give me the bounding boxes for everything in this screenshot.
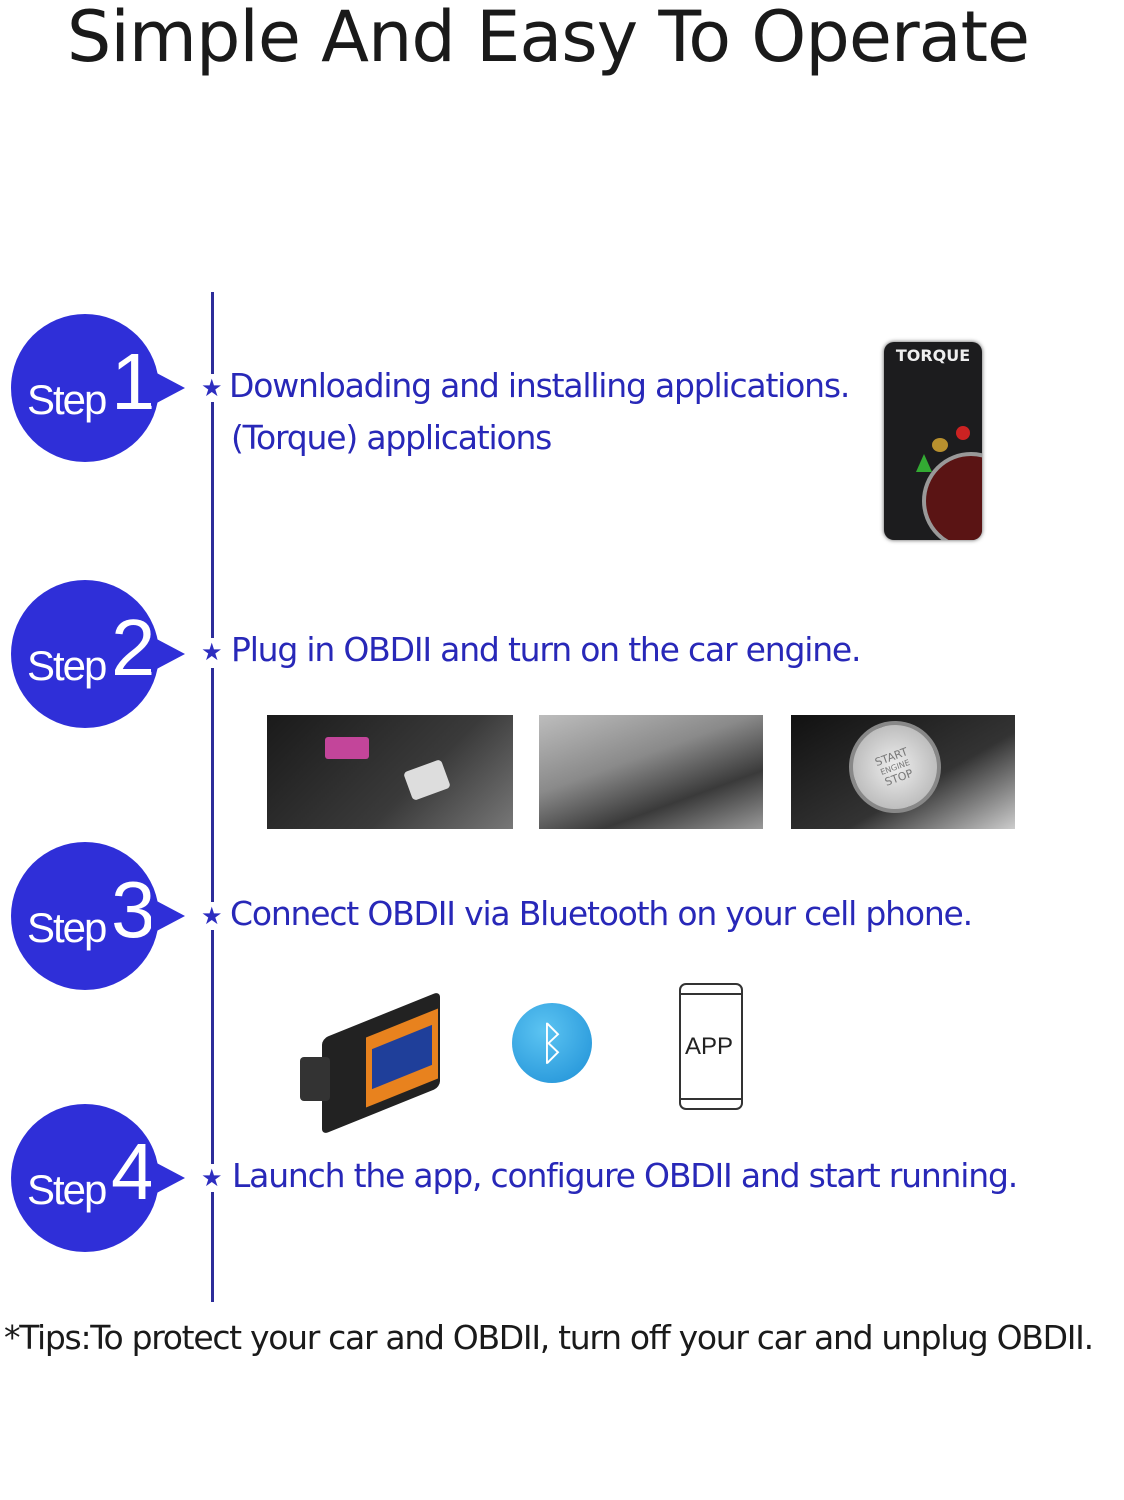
star-icon: ★ bbox=[201, 1164, 223, 1192]
star-icon: ★ bbox=[201, 638, 223, 666]
torque-app-image: TORQUE bbox=[884, 342, 982, 540]
tips-text: *Tips:To protect your car and OBDII, tur… bbox=[4, 1318, 1094, 1357]
step-number: 3 bbox=[111, 865, 156, 954]
app-label: APP bbox=[685, 1033, 734, 1060]
torque-logo: TORQUE bbox=[895, 346, 971, 365]
timeline-line bbox=[211, 930, 214, 1164]
page-title: Simple And Easy To Operate bbox=[66, 0, 1030, 78]
phone-app-icon: APP bbox=[679, 983, 743, 1110]
step-1-text: Downloading and installing applications. bbox=[229, 366, 850, 405]
step-number: 2 bbox=[111, 603, 156, 692]
step-1-subtext: (Torque) applications bbox=[231, 418, 552, 457]
step-3-text: Connect OBDII via Bluetooth on your cell… bbox=[230, 894, 973, 933]
pedal-photo bbox=[539, 715, 763, 829]
step-number: 4 bbox=[111, 1127, 156, 1216]
step-4-text: Launch the app, configure OBDII and star… bbox=[232, 1156, 1018, 1195]
step-label: Step bbox=[27, 904, 107, 951]
obd-port-photo bbox=[267, 715, 513, 829]
bluetooth-icon: ᛒ bbox=[512, 1003, 592, 1083]
step-label: Step bbox=[27, 376, 107, 423]
timeline-line bbox=[211, 1192, 214, 1302]
timeline-line bbox=[211, 292, 214, 374]
step-2-text: Plug in OBDII and turn on the car engine… bbox=[231, 630, 862, 669]
timeline-line bbox=[211, 668, 214, 902]
star-icon: ★ bbox=[201, 374, 223, 402]
obd-adapter-image bbox=[300, 985, 446, 1135]
step-label: Step bbox=[27, 1166, 107, 1213]
star-icon: ★ bbox=[201, 902, 223, 930]
step-number: 1 bbox=[111, 337, 156, 426]
step-label: Step bbox=[27, 642, 107, 689]
timeline-line bbox=[211, 402, 214, 638]
